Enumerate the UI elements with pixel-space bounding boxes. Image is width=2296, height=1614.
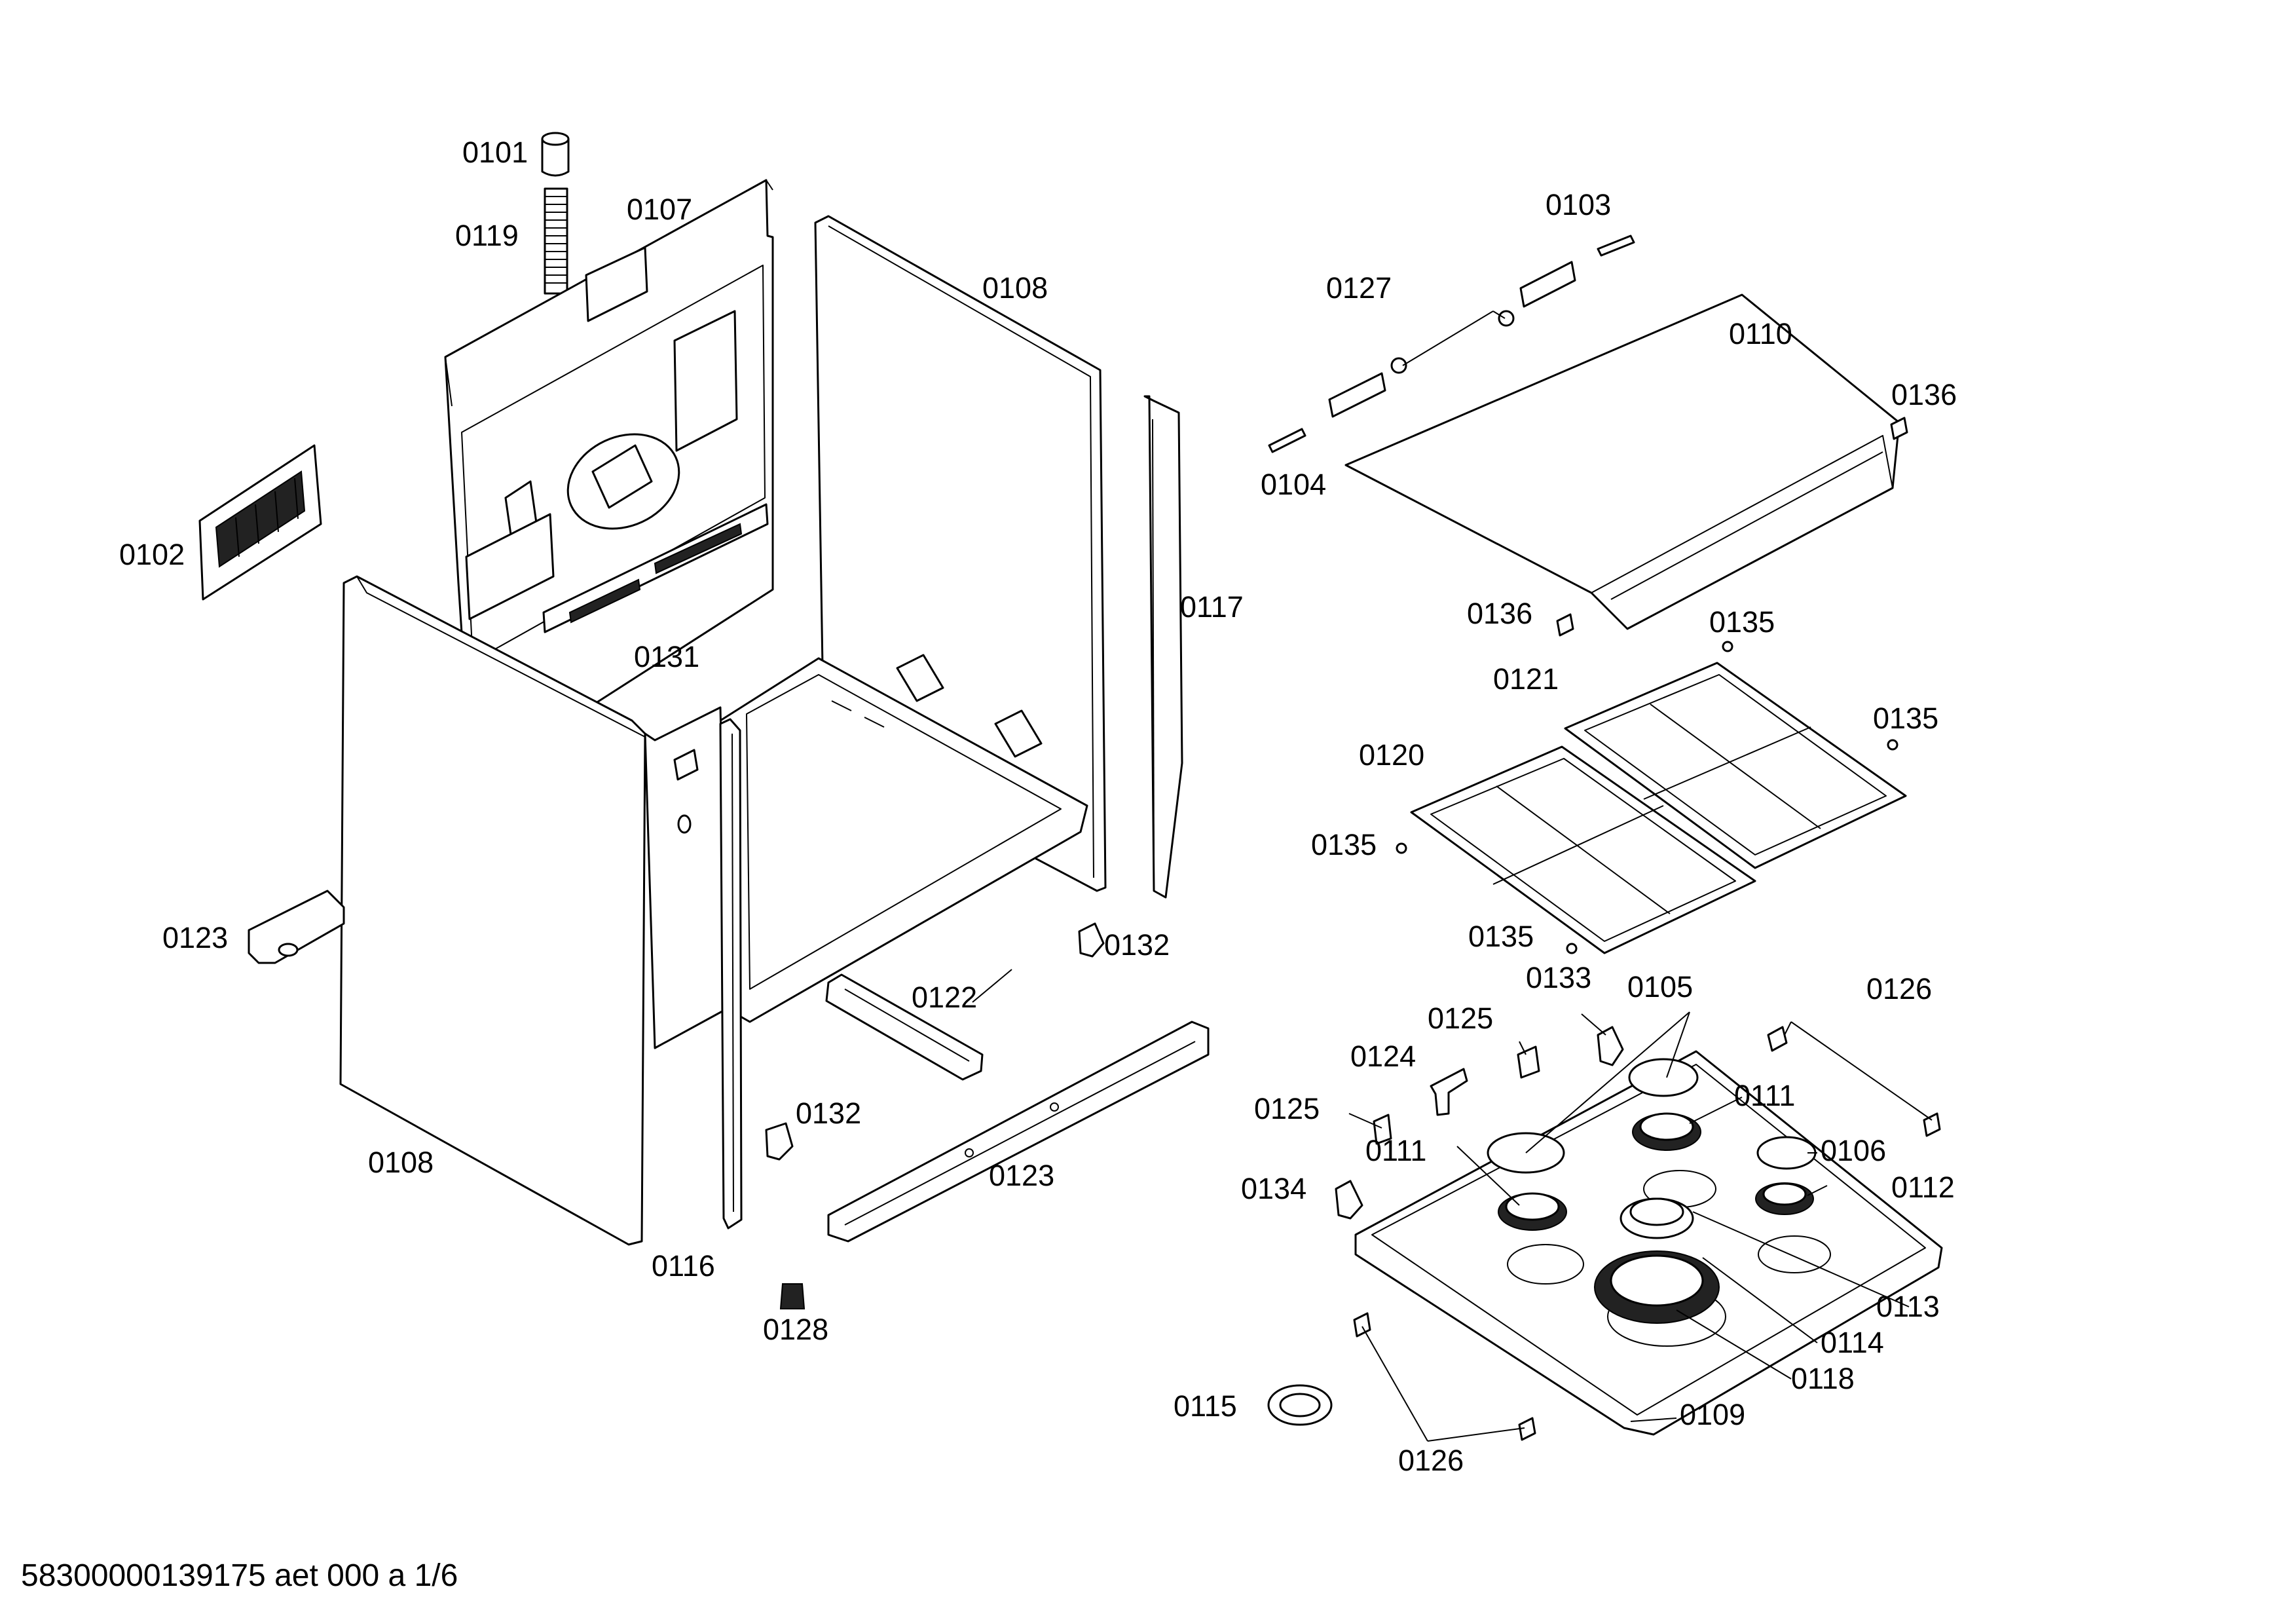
part-0104-screw (1268, 428, 1306, 453)
part-0132-clip-upper (1078, 922, 1105, 958)
label-0122: 0122 (912, 981, 977, 1014)
part-0110-lid (1344, 293, 1900, 630)
part-0121-pan-support (1564, 662, 1907, 869)
label-0134: 0134 (1241, 1172, 1306, 1205)
label-0119: 0119 (455, 219, 519, 252)
label-0116: 0116 (652, 1249, 715, 1283)
part-0115-ring (1267, 1384, 1333, 1426)
label-0109: 0109 (1680, 1398, 1745, 1431)
part-0119-hose (544, 187, 568, 295)
part-0136-pad-right (1890, 417, 1908, 440)
label-0107: 0107 (627, 193, 692, 226)
part-0107-back-panel (444, 179, 774, 784)
part-0112-burner (1755, 1182, 1814, 1215)
part-oven-cavity-base (719, 654, 1088, 1023)
part-0122-rail (825, 973, 984, 1081)
label-0111-left: 0111 (1365, 1134, 1426, 1167)
part-0111-burners (1498, 1112, 1701, 1231)
part-labels: 0101 0119 0107 0108 0102 0117 0131 0123 … (119, 136, 1957, 1477)
label-0136-left: 0136 (1467, 597, 1532, 630)
label-0118: 0118 (1791, 1362, 1855, 1395)
label-0135-a: 0135 (1709, 605, 1775, 639)
part-0132-clip-lower (765, 1122, 794, 1161)
part-0114-wok-burner (1594, 1250, 1720, 1324)
part-0136-pad-left (1556, 613, 1574, 637)
part-0104-hinge (1328, 372, 1386, 418)
label-0132-upper: 0132 (1104, 928, 1170, 962)
label-0112: 0112 (1891, 1171, 1955, 1204)
part-0127-caps (1390, 310, 1515, 374)
label-0127: 0127 (1326, 271, 1392, 305)
label-0124: 0124 (1350, 1040, 1416, 1073)
label-0126-top: 0126 (1866, 972, 1932, 1005)
part-0102-vent-grill (198, 444, 322, 601)
label-0102: 0102 (119, 538, 185, 571)
label-0123-long: 0123 (989, 1159, 1054, 1192)
leader-lines (972, 310, 1933, 1442)
part-0117-side-strip (1143, 395, 1183, 899)
part-0120-pan-support (1410, 745, 1756, 954)
part-0125-clips (1373, 1045, 1540, 1145)
label-0103: 0103 (1546, 188, 1611, 221)
part-0113-wok-cap (1620, 1197, 1694, 1239)
part-0106-burner-cap (1756, 1136, 1817, 1170)
label-0108-right: 0108 (982, 271, 1048, 305)
label-0121: 0121 (1493, 662, 1559, 696)
part-0128-nut (779, 1283, 805, 1309)
label-0104: 0104 (1261, 468, 1326, 501)
part-0103-screw (1597, 235, 1635, 257)
label-0135-b: 0135 (1873, 702, 1938, 735)
label-0105: 0105 (1627, 970, 1693, 1004)
label-0101: 0101 (462, 136, 528, 169)
label-0113: 0113 (1876, 1290, 1940, 1323)
part-0116-front-strip (719, 718, 743, 1229)
part-0103-hinge (1519, 261, 1576, 308)
part-0131-clip (673, 749, 699, 834)
label-0135-c: 0135 (1311, 828, 1377, 861)
part-0126-clips (1353, 1026, 1941, 1441)
label-0123-left: 0123 (162, 921, 228, 954)
label-0106: 0106 (1821, 1134, 1886, 1167)
label-0128: 0128 (763, 1313, 828, 1346)
label-0111-right: 0111 (1734, 1079, 1795, 1112)
label-0126-bottom: 0126 (1398, 1444, 1464, 1477)
label-0125-top: 0125 (1428, 1002, 1493, 1035)
label-0114: 0114 (1821, 1326, 1884, 1359)
label-0133: 0133 (1526, 961, 1591, 994)
part-0108-left-side-panel (339, 575, 728, 1246)
label-0131: 0131 (634, 640, 699, 673)
label-0132-lower: 0132 (796, 1097, 861, 1130)
part-0101-cap (541, 132, 570, 177)
label-0136-right: 0136 (1891, 378, 1957, 411)
part-0124-bracket (1430, 1068, 1468, 1116)
part-0123-long-bracket (827, 1021, 1210, 1243)
part-0134-clip (1335, 1180, 1363, 1220)
label-0135-d: 0135 (1468, 920, 1534, 953)
label-0108-left: 0108 (368, 1146, 434, 1179)
part-0133-clip (1597, 1026, 1624, 1066)
label-0120: 0120 (1359, 738, 1424, 772)
document-id: 58300000139175 aet 000 a 1/6 (21, 1558, 458, 1593)
label-0115: 0115 (1174, 1389, 1237, 1423)
part-0123-left-bracket (248, 890, 345, 964)
label-0117: 0117 (1180, 590, 1244, 624)
label-0110: 0110 (1729, 317, 1792, 350)
part-0135-screws (1396, 641, 1898, 954)
label-0125-left: 0125 (1254, 1092, 1320, 1125)
